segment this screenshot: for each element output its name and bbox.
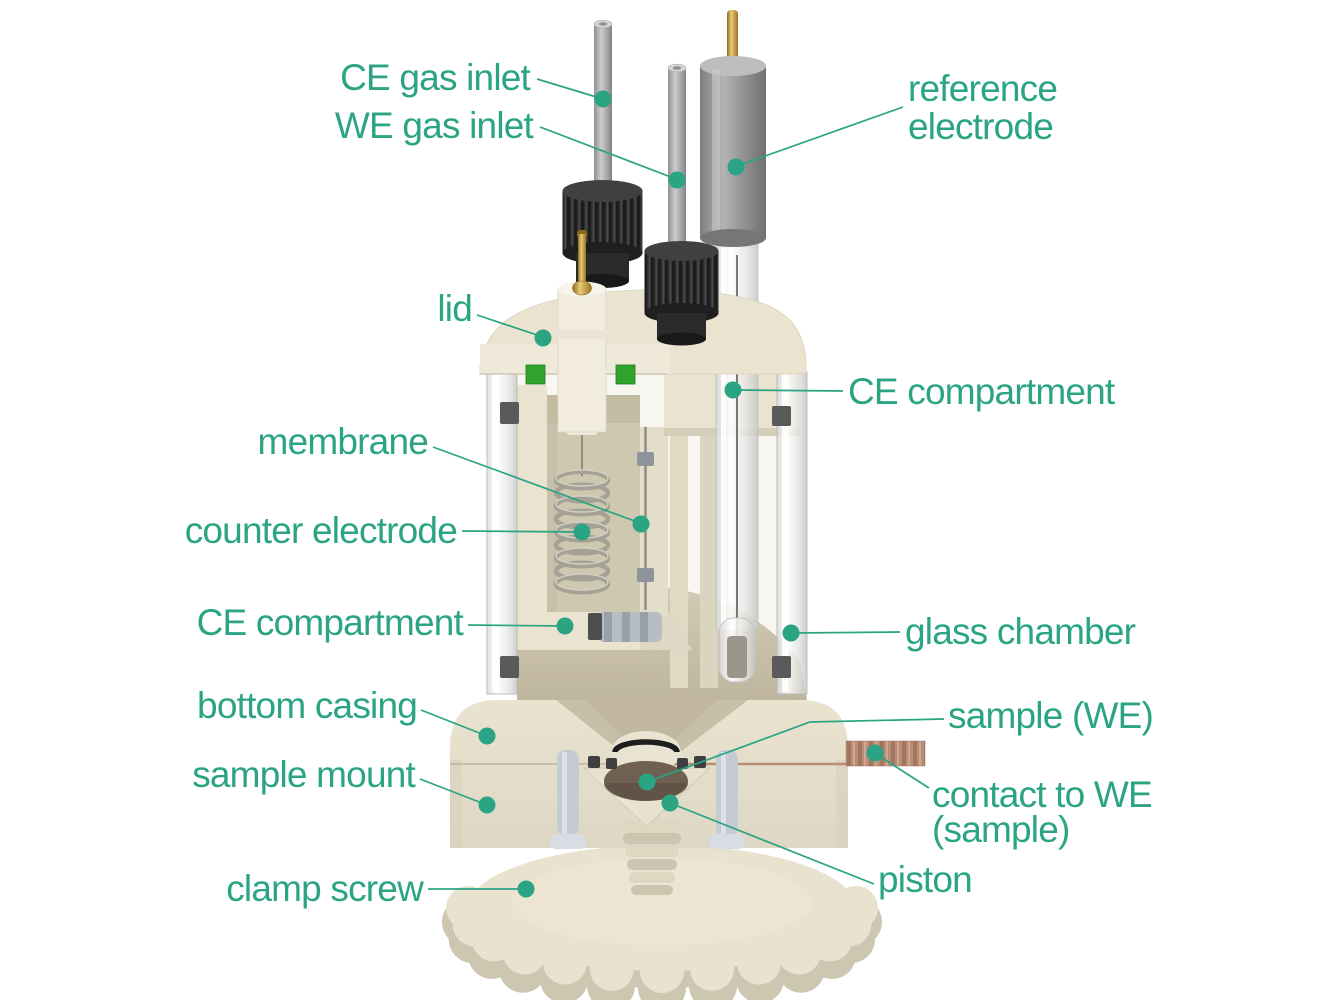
sample-assembly — [550, 700, 748, 895]
glass-chamber-walls — [486, 371, 808, 695]
label-counter-electrode: counter electrode — [185, 510, 457, 551]
annotation-we-gas-inlet: WE gas inlet — [335, 105, 686, 189]
sample-oring — [612, 739, 680, 753]
label-reference-electrode-1: reference — [908, 68, 1057, 109]
label-clamp-screw: clamp screw — [226, 868, 424, 909]
ce-gas-inlet-port — [562, 19, 643, 288]
label-membrane: membrane — [258, 421, 428, 462]
annotation-ce-gas-inlet: CE gas inlet — [340, 57, 612, 108]
label-piston: piston — [878, 859, 972, 900]
clamp-screw-base — [442, 845, 882, 1000]
annotation-piston: piston — [661, 794, 973, 900]
clamp-pins — [550, 750, 745, 849]
ce-connector-bushing — [554, 230, 610, 433]
label-sample-mount: sample mount — [192, 754, 416, 795]
label-glass-chamber: glass chamber — [905, 611, 1136, 652]
annotation-membrane: membrane — [258, 421, 650, 533]
oring-green-left — [525, 364, 546, 385]
labels-layer: CE gas inlet WE gas inlet reference elec… — [185, 57, 1154, 909]
label-contact-to-we-2: (sample) — [932, 809, 1070, 850]
annotation-sample-mount: sample mount — [192, 754, 496, 814]
we-gas-inlet-port — [644, 63, 719, 346]
membrane-holder — [588, 427, 662, 642]
reference-electrode-body — [700, 10, 766, 247]
label-reference-electrode-2: electrode — [908, 106, 1053, 147]
label-we-gas-inlet: WE gas inlet — [335, 105, 535, 146]
glass-seals — [500, 402, 791, 678]
lid-dome — [479, 289, 807, 385]
we-contact-strip — [845, 740, 926, 767]
oring-green-right — [615, 364, 636, 385]
annotation-glass-chamber: glass chamber — [782, 611, 1136, 652]
label-lid: lid — [437, 288, 472, 329]
annotation-bottom-casing: bottom casing — [197, 685, 496, 745]
annotation-clamp-screw: clamp screw — [226, 868, 535, 909]
seal-nubs — [588, 756, 706, 769]
annotation-counter-electrode: counter electrode — [185, 510, 591, 551]
annotation-contact-to-we: contact to WE (sample) — [866, 744, 1153, 850]
label-contact-to-we-1: contact to WE — [932, 774, 1152, 815]
cell-device-illustration — [442, 10, 926, 1000]
piston-screw — [621, 820, 683, 895]
annotation-ce-compartment-lower: CE compartment — [197, 602, 574, 643]
annotation-ce-compartment-upper: CE compartment — [724, 371, 1117, 412]
annotation-reference-electrode: reference electrode — [727, 68, 1058, 176]
annotation-lid: lid — [437, 288, 552, 347]
label-ce-compartment-upper: CE compartment — [848, 371, 1116, 412]
label-ce-gas-inlet: CE gas inlet — [340, 57, 531, 98]
label-sample-we: sample (WE) — [948, 695, 1153, 736]
label-bottom-casing: bottom casing — [197, 685, 417, 726]
label-ce-compartment-lower: CE compartment — [197, 602, 465, 643]
annotation-sample-we: sample (WE) — [638, 695, 1154, 791]
